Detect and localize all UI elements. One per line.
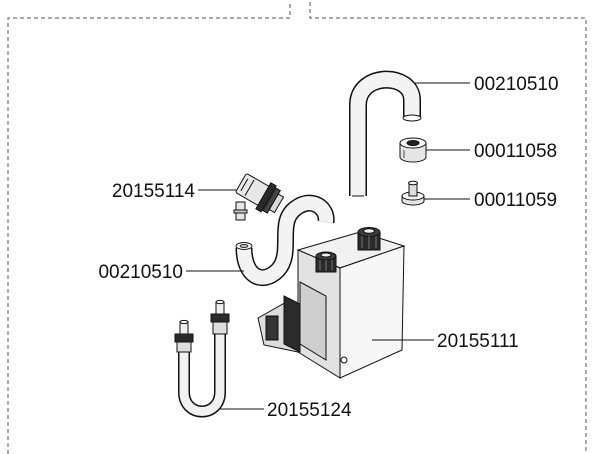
hose-middle-drawing (235, 194, 335, 287)
dashed-frame-border (7, 2, 587, 454)
part-number-valve-connector: 20155114 (112, 181, 196, 202)
seal-ring-drawing (399, 137, 427, 163)
hose-upper-drawing (349, 70, 422, 197)
part-number-screw: 00011059 (474, 190, 557, 211)
part-number-seal-ring: 00011058 (474, 141, 557, 162)
hose-u-pipe-drawing (174, 299, 230, 418)
part-number-hose-u-pipe: 20155124 (267, 400, 352, 421)
valve-connector-drawing (233, 173, 285, 221)
part-number-hose-upper: 00210510 (474, 74, 559, 95)
screw-drawing (401, 180, 425, 206)
part-number-pump-block: 20155111 (437, 331, 519, 352)
pump-block-drawing (257, 227, 406, 379)
part-number-hose-middle: 00210510 (98, 262, 183, 283)
